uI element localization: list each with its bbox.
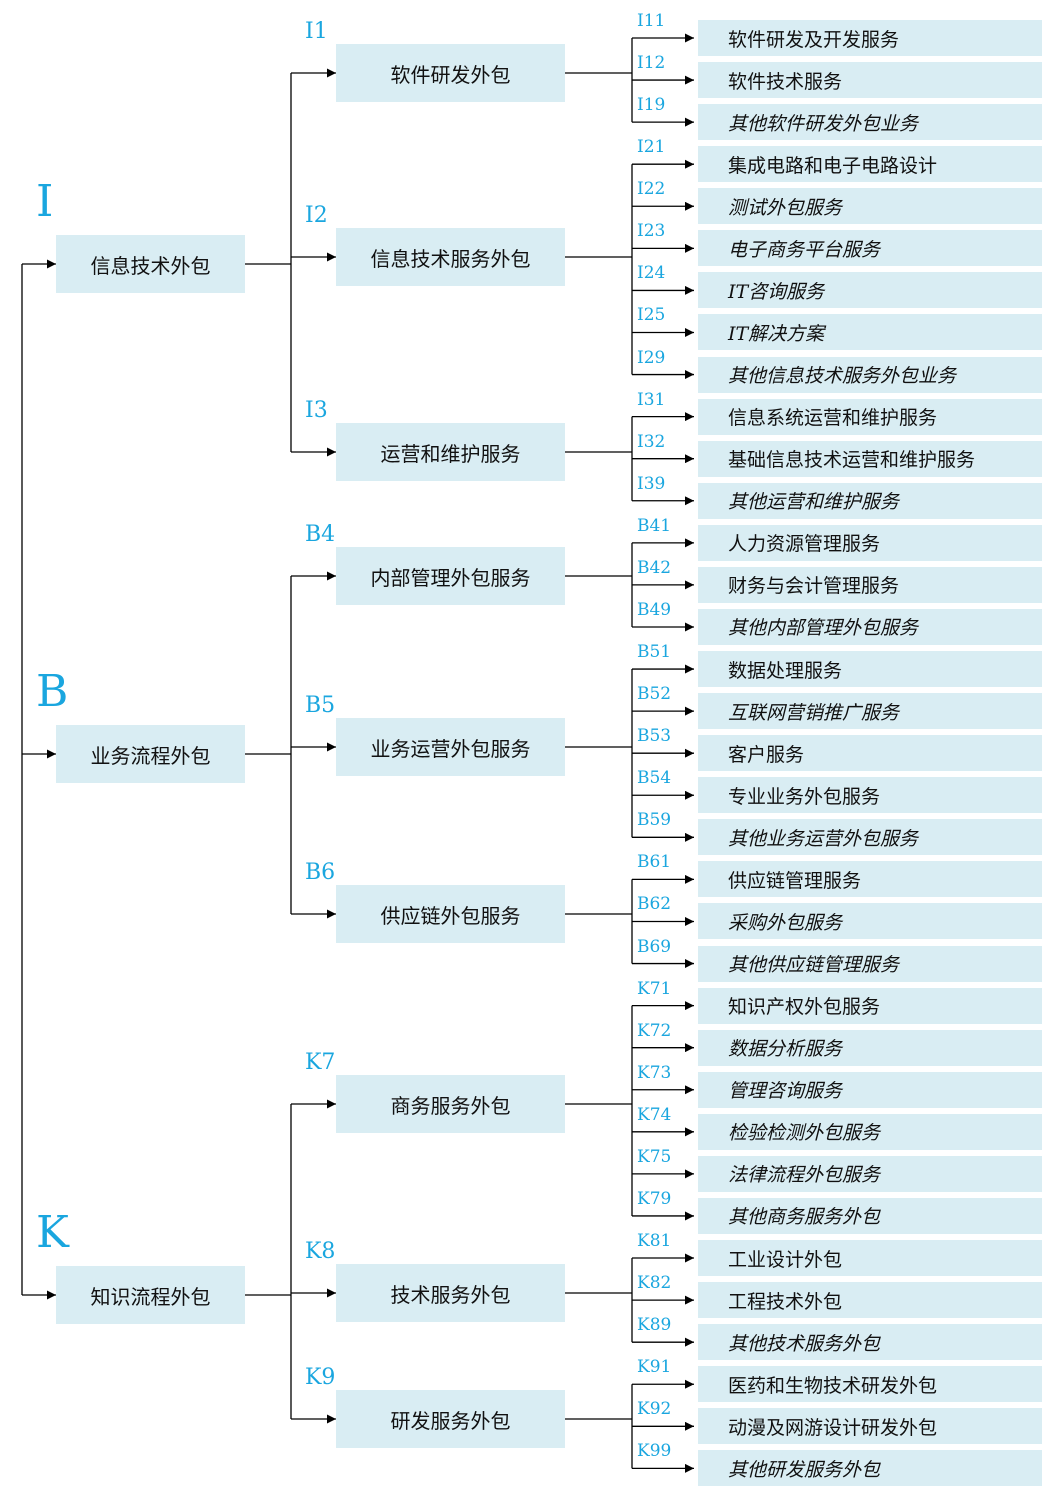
item-box: 供应链管理服务 [698,861,1042,898]
group-code: B5 [305,693,336,718]
item-box: IT咨询服务 [698,272,1042,309]
item-code: K91 [637,1357,672,1378]
item-box: 工程技术外包 [698,1282,1042,1319]
category-box: 知识流程外包 [56,1266,245,1324]
item-code: I24 [637,263,666,284]
group-box: 内部管理外包服务 [336,547,565,605]
item-box: 集成电路和电子电路设计 [698,146,1042,183]
item-code: K74 [637,1104,672,1125]
item-box: 其他软件研发外包业务 [698,104,1042,141]
item-box: 数据处理服务 [698,651,1042,688]
item-box: 知识产权外包服务 [698,987,1042,1024]
item-code: B69 [637,936,672,957]
item-box: 软件研发及开发服务 [698,20,1042,56]
item-code: K73 [637,1062,672,1083]
item-box: 其他业务运营外包服务 [698,819,1042,856]
item-box: 其他内部管理外包服务 [698,608,1042,645]
category-code: B [36,666,69,717]
group-code: B6 [305,860,336,885]
group-box: 商务服务外包 [336,1075,565,1133]
item-box: 信息系统运营和维护服务 [698,398,1042,435]
item-code: I21 [637,137,666,158]
item-code: I23 [637,221,666,242]
category-box: 业务流程外包 [56,725,245,783]
item-code: I32 [637,431,666,452]
group-code: I3 [305,398,328,423]
item-box: 客户服务 [698,735,1042,772]
category-box: 信息技术外包 [56,235,245,293]
item-code: K71 [637,978,672,999]
group-box: 供应链外包服务 [336,885,565,943]
item-code: B61 [637,852,672,873]
item-box: 其他信息技术服务外包业务 [698,356,1042,393]
item-code: I12 [637,53,666,74]
item-code: B53 [637,726,672,747]
item-code: I22 [637,179,666,200]
item-box: 管理咨询服务 [698,1071,1042,1108]
item-box: 动漫及网游设计研发外包 [698,1408,1042,1445]
group-code: K8 [305,1239,336,1264]
item-code: I25 [637,305,666,326]
item-code: B62 [637,894,672,915]
group-box: 软件研发外包 [336,44,565,102]
item-box: 电子商务平台服务 [698,230,1042,267]
item-code: I11 [637,11,666,31]
group-box: 信息技术服务外包 [336,228,565,286]
item-box: IT解决方案 [698,314,1042,351]
group-box: 研发服务外包 [336,1390,565,1448]
item-box: 数据分析服务 [698,1029,1042,1066]
item-code: B59 [637,810,672,831]
item-code: I31 [637,389,666,410]
item-code: K92 [637,1399,672,1420]
group-box: 业务运营外包服务 [336,718,565,776]
item-code: K72 [637,1020,672,1041]
group-box: 技术服务外包 [336,1264,565,1322]
item-code: K82 [637,1273,672,1294]
category-code: I [36,176,54,227]
item-box: 医药和生物技术研发外包 [698,1366,1042,1403]
item-box: 测试外包服务 [698,188,1042,225]
item-box: 工业设计外包 [698,1240,1042,1277]
item-box: 其他技术服务外包 [698,1324,1042,1361]
item-code: I29 [637,347,666,368]
item-box: 法律流程外包服务 [698,1155,1042,1192]
item-code: B52 [637,684,672,705]
item-box: 其他供应链管理服务 [698,945,1042,982]
item-box: 其他商务服务外包 [698,1197,1042,1234]
group-code: K7 [305,1050,336,1075]
item-code: B49 [637,599,672,620]
item-code: I19 [637,95,666,116]
item-box: 检验检测外包服务 [698,1113,1042,1150]
group-code: I2 [305,203,328,228]
group-code: B4 [305,522,336,547]
item-code: K79 [637,1188,672,1209]
group-code: I1 [305,19,328,44]
item-box: 专业业务外包服务 [698,777,1042,814]
item-box: 财务与会计管理服务 [698,566,1042,603]
item-code: B41 [637,515,672,536]
item-code: B42 [637,557,672,578]
item-code: K75 [637,1146,672,1167]
item-box: 基础信息技术运营和维护服务 [698,440,1042,477]
item-code: K89 [637,1315,672,1336]
category-code: K [36,1207,69,1258]
group-code: K9 [305,1365,336,1390]
item-code: B51 [637,642,672,663]
item-box: 其他研发服务外包 [698,1450,1042,1487]
item-code: B54 [637,768,672,789]
item-code: K99 [637,1441,672,1462]
item-box: 软件技术服务 [698,62,1042,99]
item-box: 互联网营销推广服务 [698,693,1042,730]
item-code: K81 [637,1231,672,1252]
item-code: I39 [637,473,666,494]
item-box: 其他运营和维护服务 [698,482,1042,519]
item-box: 人力资源管理服务 [698,524,1042,561]
item-box: 采购外包服务 [698,903,1042,940]
group-box: 运营和维护服务 [336,423,565,481]
